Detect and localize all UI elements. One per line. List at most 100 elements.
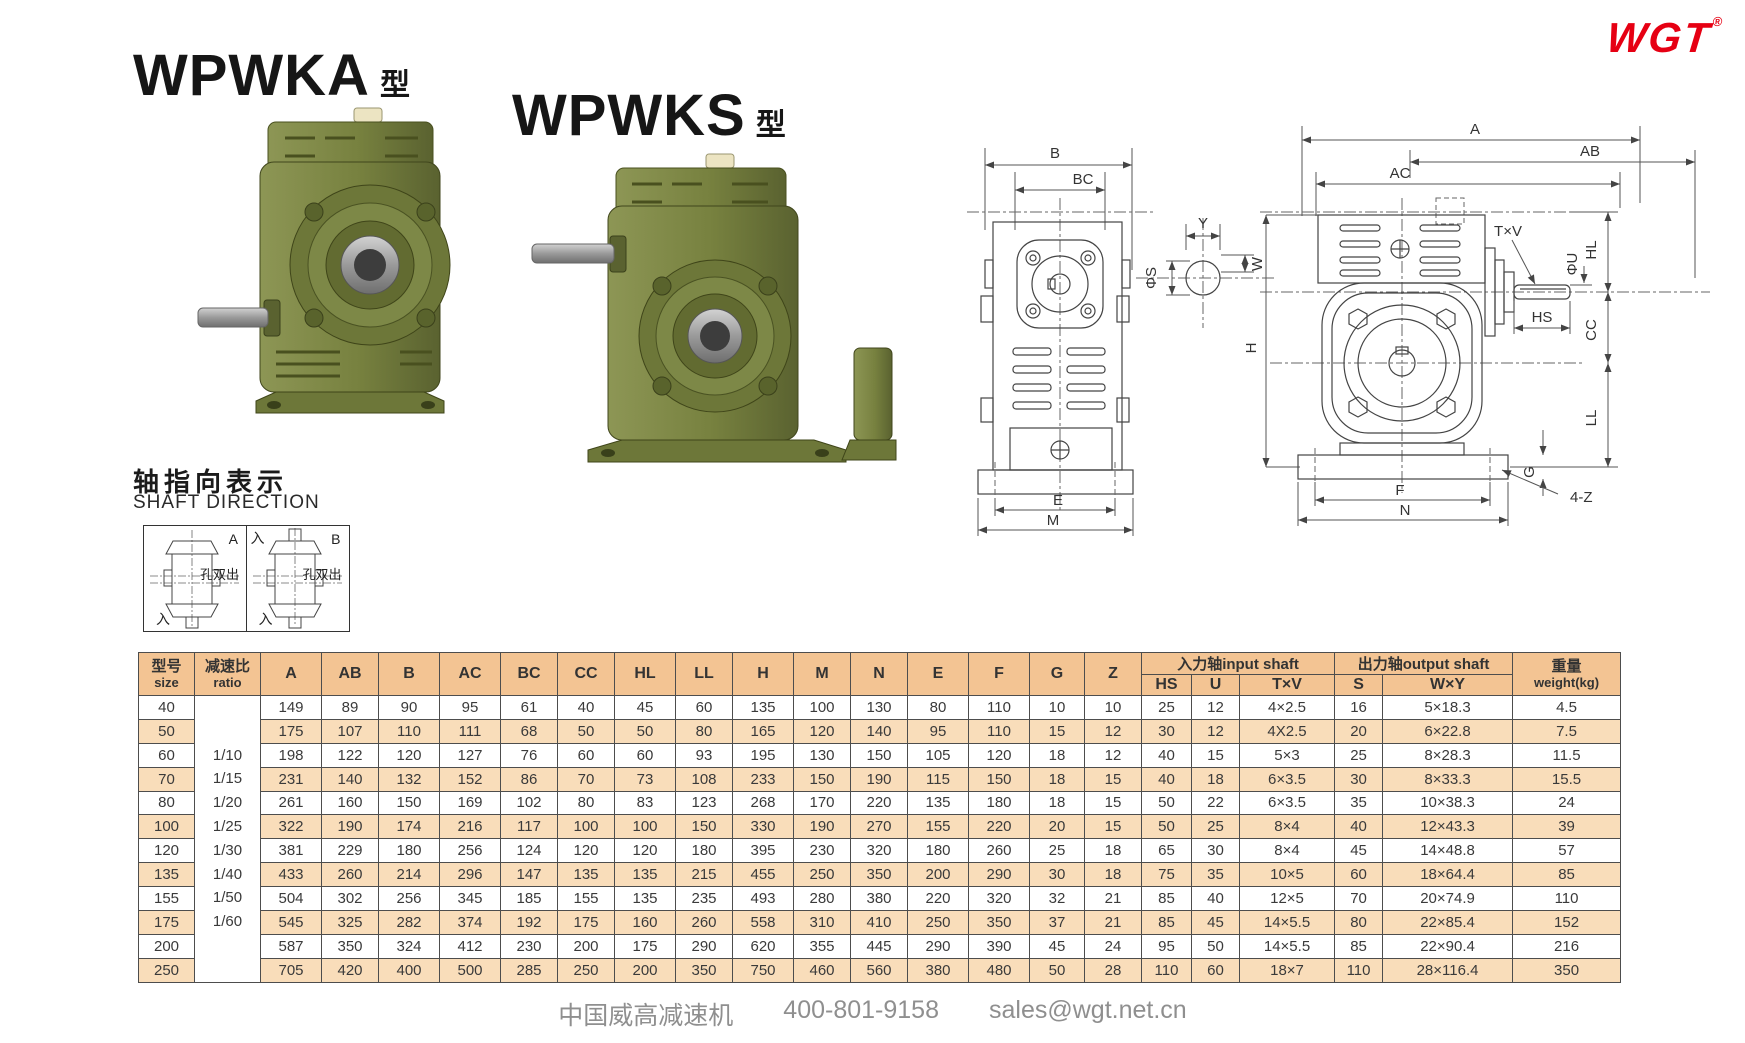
cell-dim: 20 [1029,814,1085,840]
cell-dim: 180 [907,838,969,864]
cell-dim: 620 [732,933,794,959]
cell-dim: 83 [614,790,676,816]
cell-dim: 216 [439,814,501,840]
cell-input-shaft: 95 [1141,933,1192,959]
cell-dim: 45 [1029,933,1085,959]
cell-dim: 160 [321,790,379,816]
cell-size: 80 [138,790,195,816]
cell-input-shaft: 50 [1141,790,1192,816]
cell-input-shaft: 12 [1191,695,1240,720]
cell-dim: 192 [500,909,558,935]
cell-input-shaft: 35 [1191,862,1240,887]
base-flange [255,391,445,414]
cell-input-shaft: 110 [1141,957,1192,983]
footer-company: 中国威高减速机 [558,1002,734,1030]
cell-dim: 115 [907,766,969,792]
registered-mark-icon: ® [1712,14,1726,29]
dim-label-b: B [1050,145,1060,162]
cell-size: 100 [138,814,195,840]
ratio-value [196,720,260,744]
cell-dim: 120 [614,838,676,864]
cell-output-shaft: 70 [1334,886,1384,911]
cell-dim: 410 [850,909,908,935]
box-input-label: 入 [250,530,265,546]
header-dim: Z [1084,652,1142,696]
cell-dim: 117 [500,814,558,840]
dim-label-w: W [1249,256,1266,271]
shaft-direction-box-b: B 孔双出 入 入 [245,525,350,632]
cell-dim: 250 [907,909,969,935]
ratio-value [196,958,260,981]
box-input-label: 入 [258,611,273,627]
cell-dim: 60 [675,695,733,720]
cell-dim: 50 [614,718,676,744]
shaft-direction-sketch [252,528,342,629]
cell-input-shaft: 40 [1191,886,1240,911]
cell-dim: 260 [675,909,733,935]
cell-dim: 130 [850,695,908,720]
dim-label-n: N [1400,502,1411,519]
cell-weight: 15.5 [1512,766,1622,792]
cell-dim: 135 [614,862,676,887]
cell-dim: 135 [907,790,969,816]
cell-dim: 123 [675,790,733,816]
cell-input-shaft: 10×5 [1238,862,1336,887]
ratio-value: 1/10 [212,746,243,764]
cell-output-shaft: 110 [1334,957,1384,983]
cell-weight: 7.5 [1512,718,1622,744]
drawing-front-view: B BC [967,145,1153,536]
cell-dim: 460 [793,957,851,983]
shaft-direction-sketch [150,530,239,629]
cell-dim: 322 [260,814,322,840]
header-dim: F [968,652,1030,696]
cell-weight: 152 [1512,909,1622,935]
footer-email: sales@wgt.net.cn [989,996,1187,1024]
cell-input-shaft: 12×5 [1238,886,1336,911]
cell-input-shaft: 85 [1141,909,1192,935]
cell-weight: 11.5 [1512,742,1622,768]
cell-dim: 455 [732,862,794,887]
cell-size: 135 [138,862,195,887]
cell-dim: 12 [1084,742,1142,768]
cell-dim: 355 [793,933,851,959]
cell-output-shaft: 20×74.9 [1382,886,1514,911]
box-label: B [331,531,341,547]
cell-dim: 190 [850,766,908,792]
drawing-side-view: A AB AC H [1243,121,1710,526]
cell-dim: 350 [968,909,1030,935]
cell-weight: 4.5 [1512,695,1622,720]
box-note: 孔双出 [302,567,342,582]
cell-output-shaft: 18×64.4 [1382,862,1514,887]
cell-dim: 160 [614,909,676,935]
cell-dim: 73 [614,766,676,792]
cell-dim: 21 [1084,886,1142,911]
cell-dim: 18 [1029,766,1085,792]
box-label: A [228,531,238,547]
cell-dim: 198 [260,742,322,768]
cell-output-shaft: 12×43.3 [1382,814,1514,840]
cell-dim: 30 [1029,862,1085,887]
cell-weight: 85 [1512,862,1622,887]
cell-dim: 185 [500,886,558,911]
header-output-col: W×Y [1382,674,1514,696]
cell-dim: 18 [1084,838,1142,864]
cell-input-shaft: 12 [1191,718,1240,744]
cell-dim: 15 [1029,718,1085,744]
cell-input-shaft: 50 [1141,814,1192,840]
cell-dim: 24 [1084,933,1142,959]
cell-dim: 558 [732,909,794,935]
cell-dim: 80 [907,695,969,720]
cell-dim: 135 [557,862,615,887]
cell-dim: 545 [260,909,322,935]
cell-weight: 350 [1512,957,1622,983]
spec-table: 型号 size 减速比 ratio A AB B AC BC CC HL LL … [138,652,1622,983]
dim-label-ac: AC [1390,165,1411,182]
header-dim: BC [500,652,558,696]
cell-output-shaft: 60 [1334,862,1384,887]
cell-dim: 40 [557,695,615,720]
